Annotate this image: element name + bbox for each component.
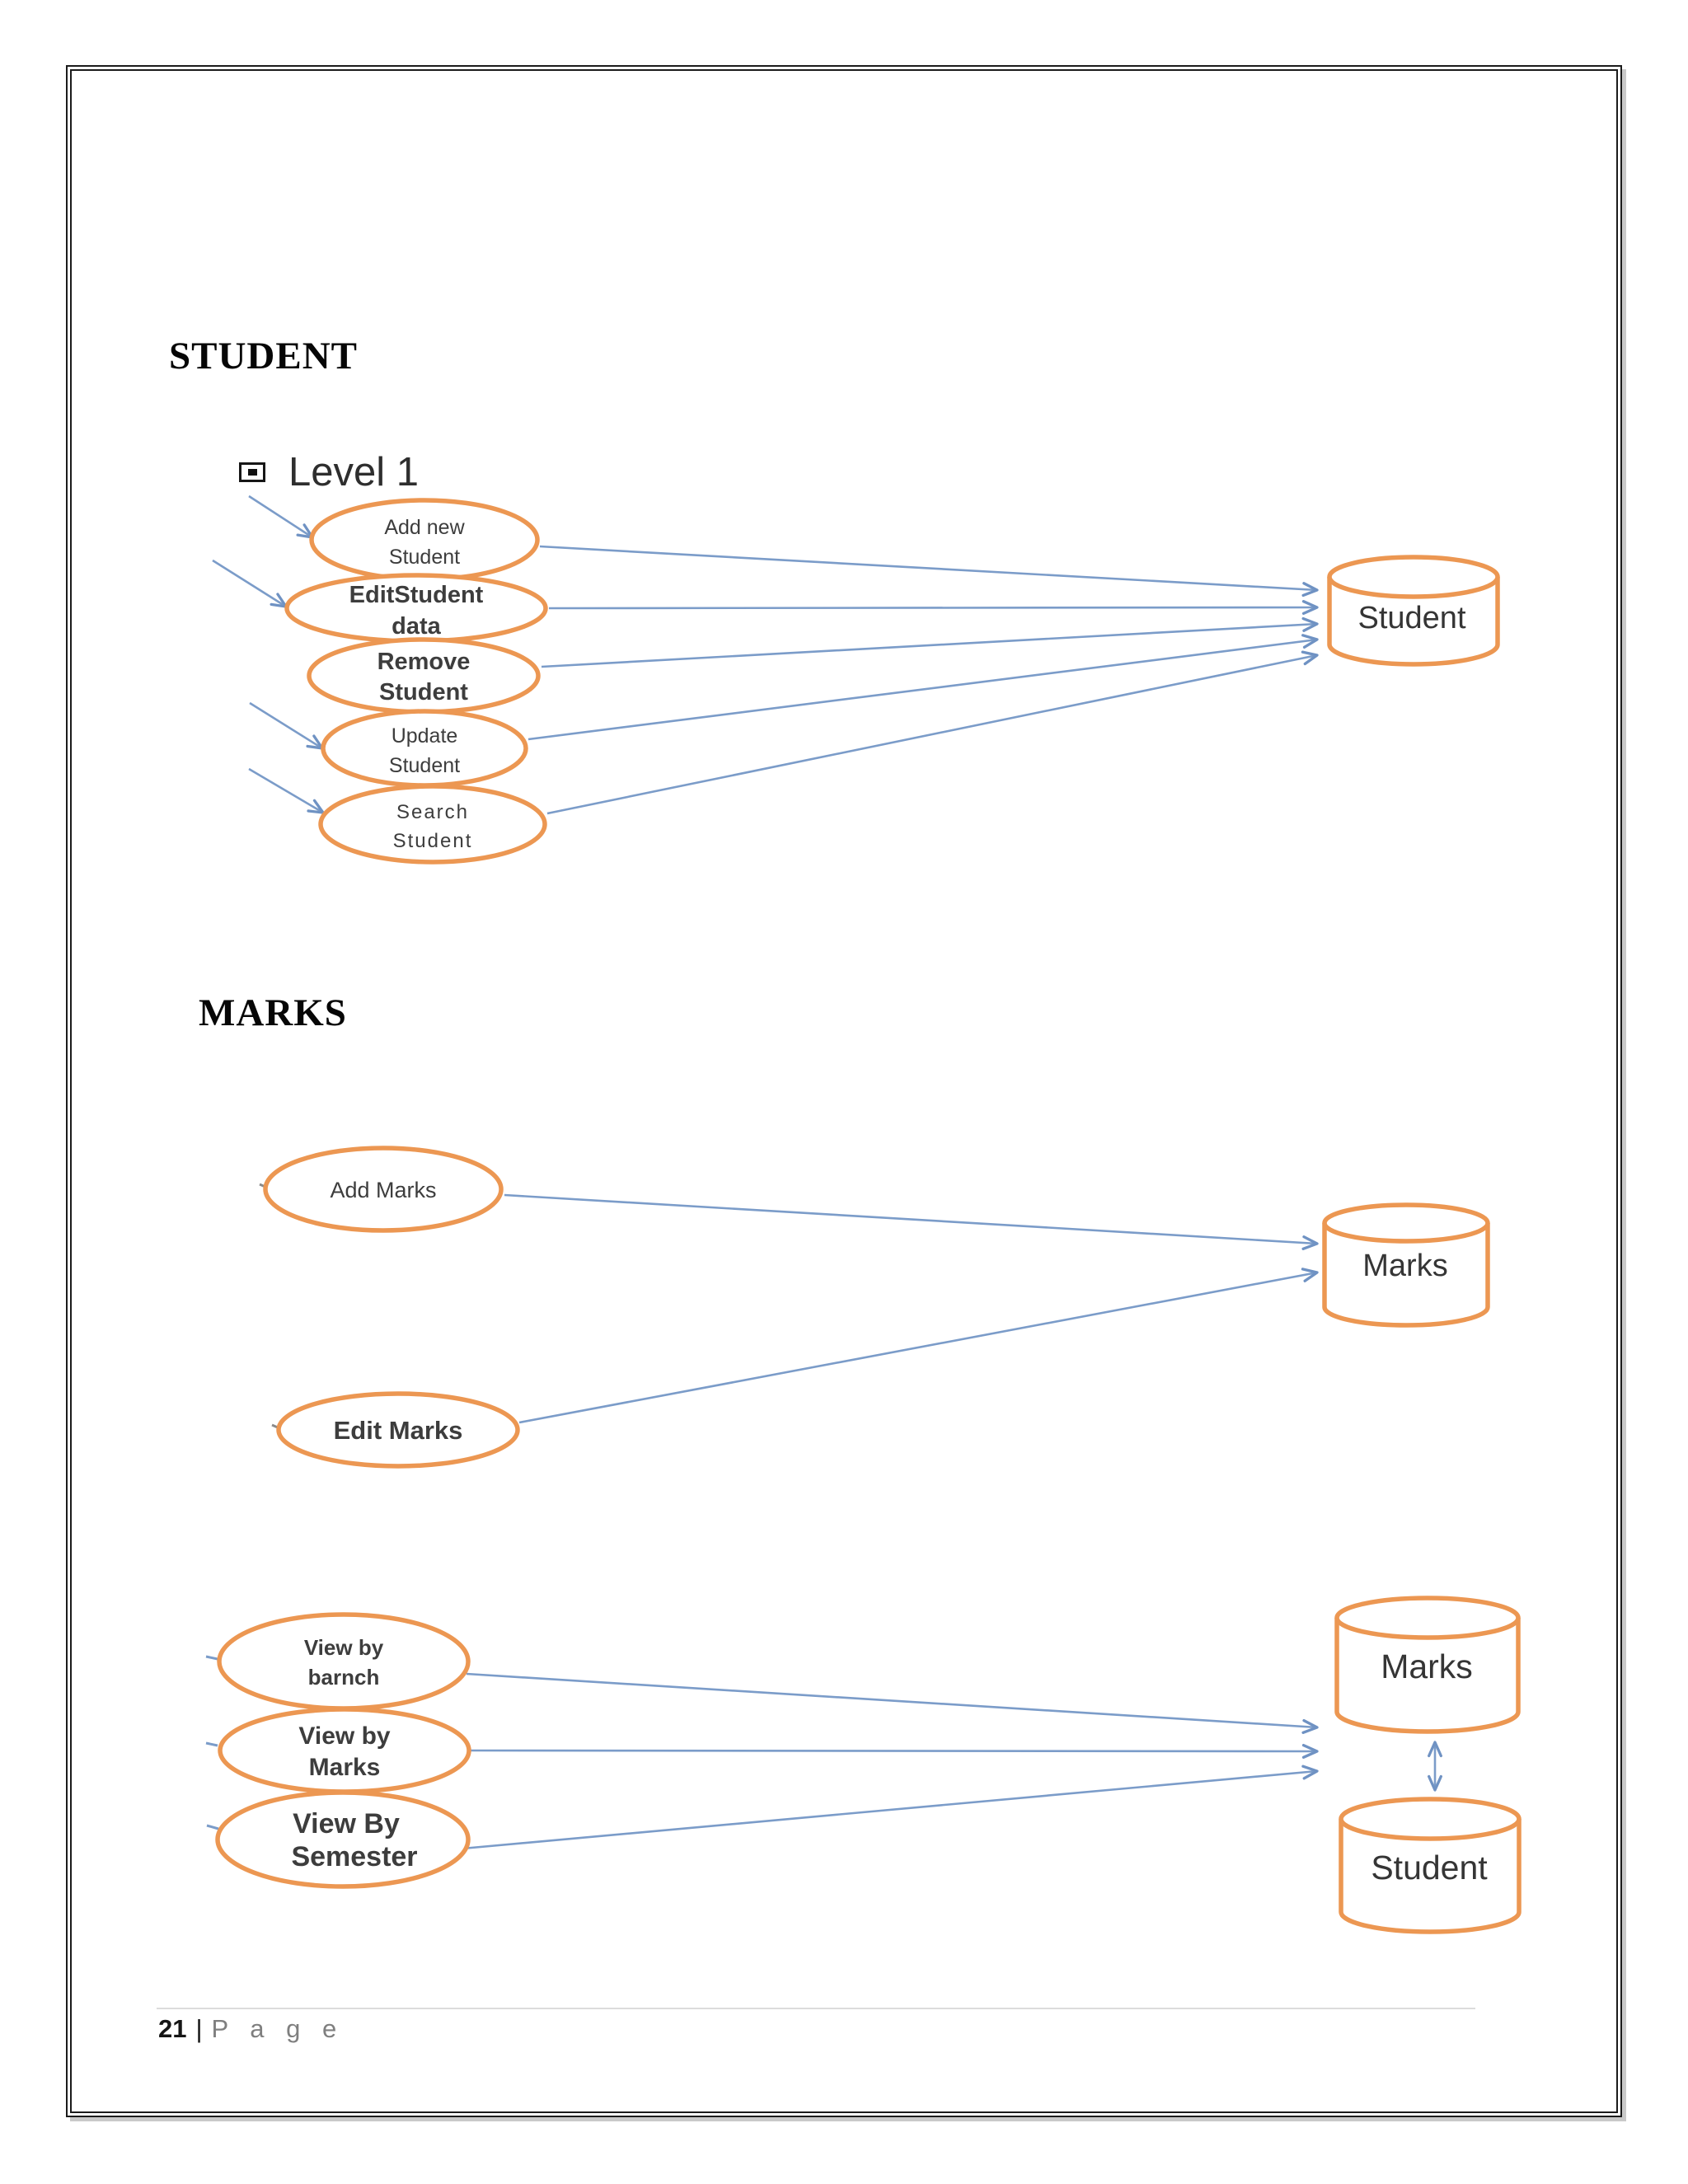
process-label: Marks bbox=[309, 1754, 381, 1781]
process-label: barnch bbox=[308, 1665, 380, 1690]
footer-separator: | bbox=[195, 2014, 203, 2043]
process-label: Student bbox=[389, 546, 460, 569]
datastore-label: Marks bbox=[1381, 1647, 1473, 1685]
process-ellipse-view-by-branch bbox=[217, 1612, 471, 1711]
tick-view-by-marks bbox=[205, 1741, 218, 1747]
flow-edit-marks-to-datastore bbox=[518, 1268, 1319, 1424]
marks-section-heading: MARKS bbox=[199, 991, 347, 1034]
flow-add-marks-to-datastore bbox=[504, 1193, 1319, 1250]
datastore-label: Student bbox=[1358, 601, 1466, 635]
flow-view-semester-to-datastores bbox=[462, 1765, 1319, 1850]
flow-arrow-in-add-new-student bbox=[248, 494, 314, 539]
process-label: View by bbox=[304, 1635, 384, 1660]
flow-arrow-in-update-student bbox=[249, 701, 324, 750]
flow-edit-student-to-datastore bbox=[548, 600, 1319, 616]
expand-toggle-icon bbox=[239, 462, 265, 482]
tick-view-by-branch bbox=[205, 1655, 218, 1661]
page-border-frame bbox=[66, 65, 1622, 2117]
process-label: Student bbox=[379, 679, 468, 705]
process-label: View By bbox=[293, 1808, 400, 1840]
process-label: Student bbox=[393, 830, 473, 852]
process-ellipse-add-marks bbox=[263, 1146, 504, 1233]
process-ellipse-view-by-semester bbox=[215, 1790, 471, 1889]
process-label: Add Marks bbox=[330, 1178, 436, 1202]
level-1-row: Level 1 bbox=[239, 449, 419, 495]
process-label: Remove bbox=[377, 649, 471, 675]
datastore-marks-cylinder: Marks bbox=[1322, 1202, 1490, 1328]
datastore-label: Student bbox=[1371, 1849, 1488, 1886]
flow-search-student-to-datastore bbox=[546, 650, 1319, 815]
page-footer: 21 | P a g e bbox=[158, 2014, 344, 2044]
process-label: Edit Marks bbox=[334, 1416, 463, 1445]
flow-arrow-in-search-student bbox=[248, 767, 325, 814]
process-label: Search bbox=[396, 801, 469, 823]
student-section-heading: STUDENT bbox=[169, 335, 359, 377]
process-label: Student bbox=[389, 754, 460, 777]
expand-toggle-inner-square bbox=[247, 469, 257, 476]
page-number: 21 bbox=[158, 2014, 187, 2043]
datastore-marks-cylinder-2: Marks bbox=[1334, 1596, 1521, 1734]
flow-view-marks-to-datastores bbox=[470, 1744, 1319, 1759]
process-label: data bbox=[392, 613, 442, 640]
process-ellipse-search-student bbox=[318, 784, 547, 865]
flow-arrow-in-edit-student bbox=[212, 559, 288, 608]
process-label: View by bbox=[298, 1722, 390, 1750]
footer-page-label: P a g e bbox=[211, 2014, 345, 2043]
process-label: EditStudent bbox=[349, 582, 484, 608]
flow-view-branch-to-datastores bbox=[466, 1672, 1319, 1734]
process-label: Semester bbox=[291, 1841, 417, 1872]
process-label: Update bbox=[392, 724, 458, 748]
datastore-label: Marks bbox=[1362, 1249, 1447, 1283]
process-label: Add new bbox=[384, 516, 465, 539]
tick-view-by-semester bbox=[206, 1824, 219, 1830]
datastore-student-cylinder-2: Student bbox=[1339, 1797, 1522, 1934]
flow-remove-student-to-datastore bbox=[541, 616, 1319, 668]
flow-update-student-to-datastore bbox=[528, 634, 1319, 741]
level-1-label: Level 1 bbox=[288, 450, 420, 494]
flow-add-new-student-to-datastore bbox=[539, 545, 1319, 598]
footer-divider-line bbox=[157, 2008, 1475, 2009]
process-ellipse-edit-marks bbox=[276, 1391, 520, 1469]
datastore-student-cylinder: Student bbox=[1327, 555, 1500, 667]
